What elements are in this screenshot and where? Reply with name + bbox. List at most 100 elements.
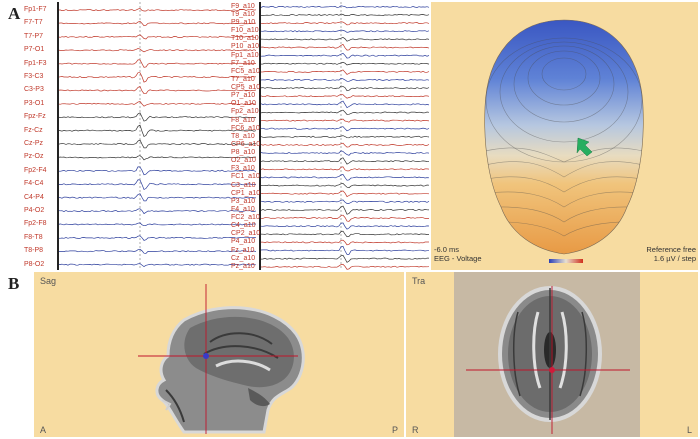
channel-label: FC5_a10 <box>231 67 260 75</box>
eeg-trace <box>57 235 257 241</box>
eeg-trace <box>57 124 257 138</box>
axis-divider-left <box>57 2 59 270</box>
channel-label: Pz_a10 <box>231 262 255 270</box>
voltage-map-panel <box>431 2 698 270</box>
eeg-trace <box>260 245 429 255</box>
map-info-left: -6.0 ms EEG - Voltage <box>434 245 482 264</box>
eeg-trace <box>57 179 257 190</box>
eeg-trace <box>260 100 430 109</box>
eeg-trace <box>57 208 257 215</box>
channel-label: Fpz-Fz <box>24 113 46 121</box>
channel-label: CP1_a10 <box>231 189 261 197</box>
channel-label: P3-O1 <box>24 99 45 107</box>
tra-label-left: L <box>687 425 693 435</box>
channel-label: F4_a10 <box>231 205 255 213</box>
eeg-trace <box>57 166 257 176</box>
mri-sagittal-panel <box>34 272 404 437</box>
eeg-trace <box>260 52 430 59</box>
channel-label: Cz_a10 <box>231 254 256 262</box>
channel-label: F4-C4 <box>24 180 44 188</box>
eeg-trace <box>57 112 257 122</box>
eeg-trace <box>58 263 257 268</box>
channel-label: Fp2-F8 <box>24 220 47 228</box>
channel-label: F3-C3 <box>24 73 44 81</box>
eeg-trace <box>260 118 430 123</box>
tra-title: Tra <box>412 276 426 286</box>
eeg-trace <box>58 248 257 254</box>
eeg-trace <box>260 85 430 92</box>
eeg-trace <box>57 7 257 12</box>
eeg-trace <box>57 34 256 40</box>
map-step: 1.6 µV / step <box>653 254 696 264</box>
channel-label: P4_a10 <box>231 238 256 246</box>
channel-label: T8_a10 <box>231 132 255 140</box>
mri-sagittal-view <box>138 284 305 434</box>
channel-label: O1_a10 <box>231 100 256 108</box>
channel-label: Fp1-F3 <box>24 59 47 67</box>
channel-label: F10_a10 <box>231 27 259 35</box>
eeg-trace-panel-right <box>259 2 431 270</box>
channel-label: P4-O2 <box>24 207 45 215</box>
channel-label: C4_a10 <box>231 222 256 230</box>
eeg-trace <box>260 263 430 270</box>
eeg-trace <box>260 93 430 99</box>
map-mode: EEG - Voltage <box>434 254 482 264</box>
eeg-trace <box>260 21 430 26</box>
dipole-marker-sagittal <box>203 353 209 359</box>
eeg-trace <box>260 61 430 66</box>
eeg-trace <box>57 59 257 68</box>
channel-label: F8-T8 <box>24 233 43 241</box>
eeg-trace <box>260 199 430 204</box>
eeg-trace <box>260 109 430 115</box>
channel-label: T7_a10 <box>231 75 255 83</box>
panel-b-letter: B <box>8 274 20 293</box>
channel-label: Fp1-F7 <box>24 6 47 14</box>
channel-label: P9_a10 <box>231 19 256 27</box>
eeg-trace <box>260 214 429 222</box>
channel-label: P8_a10 <box>231 149 256 157</box>
channel-label: P7_a10 <box>231 92 256 100</box>
panel-a-letter: A <box>8 4 21 23</box>
mri-transverse-panel <box>406 272 698 437</box>
sag-label-anterior: A <box>40 425 47 435</box>
sagittal-head <box>155 306 305 434</box>
channel-label: Fz-Cz <box>24 126 43 134</box>
eeg-trace <box>260 222 430 230</box>
eeg-trace <box>260 157 430 165</box>
eeg-trace <box>57 100 257 107</box>
eeg-trace <box>260 183 430 189</box>
channel-label: P3_a10 <box>231 197 256 205</box>
eeg-trace <box>260 29 430 33</box>
channel-label: C4-P4 <box>24 193 44 201</box>
eeg-trace-panel-left <box>22 2 258 270</box>
eeg-trace <box>260 254 429 263</box>
isopotential-contours <box>484 37 644 237</box>
arrow-icon <box>576 137 593 157</box>
axis-divider-middle <box>259 2 261 270</box>
map-info-right: Reference free 1.6 µV / step <box>612 245 696 264</box>
channel-label: F7_a10 <box>231 59 255 67</box>
eeg-trace <box>57 86 257 95</box>
channel-label: CP2_a10 <box>231 230 261 238</box>
mri-transverse-view <box>454 272 640 437</box>
channel-label: P7-O1 <box>24 46 45 54</box>
eeg-trace <box>260 150 430 156</box>
eeg-trace <box>260 190 430 198</box>
eeg-trace <box>57 72 256 83</box>
eeg-trace <box>260 126 430 132</box>
sag-title: Sag <box>40 276 57 286</box>
map-reference: Reference free <box>646 245 696 254</box>
eeg-trace <box>260 173 430 181</box>
channel-label: CP5_a10 <box>231 84 261 92</box>
color-scale-bar <box>549 259 583 263</box>
channel-label: FC2_a10 <box>231 214 260 222</box>
tra-label-right: R <box>412 425 419 435</box>
channel-label: F3_a10 <box>231 165 255 173</box>
channel-label: C3_a10 <box>231 181 256 189</box>
channel-label: F8_a10 <box>231 116 255 124</box>
eeg-trace <box>260 13 430 17</box>
eeg-trace <box>260 205 430 215</box>
channel-label: O2_a10 <box>231 157 256 165</box>
eeg-trace <box>57 139 257 149</box>
eeg-trace <box>260 135 430 139</box>
